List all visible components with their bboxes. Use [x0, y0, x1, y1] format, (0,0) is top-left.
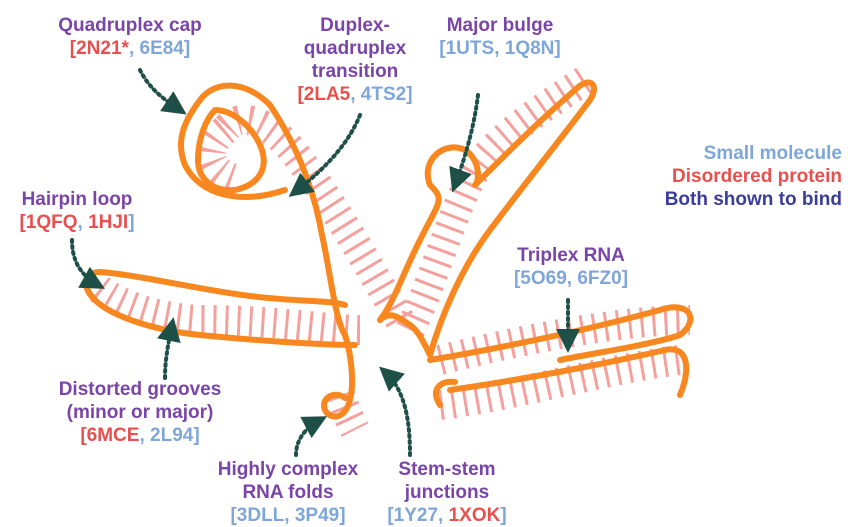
pdb-id: 4TS2 [361, 84, 406, 105]
annotation-arrow [296, 420, 320, 455]
bracket-close: ] [339, 505, 345, 526]
triplex-rna-ids: [5O69, 6FZ0] [496, 267, 646, 290]
bracket-close: ] [193, 425, 199, 446]
separator: , [129, 38, 140, 59]
triplex-rna-title: Triplex RNA [496, 244, 646, 267]
duplex-transition-ids: [2LA5, 4TS2] [270, 83, 440, 106]
bracket-close: ] [184, 38, 190, 59]
rna-backbone [380, 83, 594, 355]
annotation-arrow [385, 372, 410, 455]
distorted-grooves-title: Distorted grooves(minor or major) [40, 378, 240, 424]
separator: , [438, 505, 449, 526]
base-pair-hatch [211, 130, 240, 180]
pdb-id: 2LA5 [304, 84, 350, 105]
label-hairpin-loop: Hairpin loop [1QFQ, 1HJI] [2, 188, 152, 234]
distorted-grooves-title-line: Distorted grooves [40, 378, 240, 401]
pdb-id: 3P49 [295, 505, 339, 526]
pdb-id: 3DLL [237, 505, 285, 526]
duplex-transition-title-line: transition [270, 60, 440, 83]
stem-junctions-ids: [1Y27, 1XOK] [372, 504, 522, 527]
pdb-id: 2N21* [76, 38, 129, 59]
quadruplex-cap-title: Quadruplex cap [40, 14, 220, 37]
bracket-close: ] [128, 212, 134, 233]
quadruplex-cap-ids: [2N21*, 6E84] [40, 37, 220, 60]
label-quadruplex-cap: Quadruplex cap [2N21*, 6E84] [40, 14, 220, 60]
pdb-id: 1HJI [88, 212, 128, 233]
pdb-id: 1QFQ [26, 212, 78, 233]
separator: , [78, 212, 89, 233]
pdb-id: 1Q8N [505, 38, 555, 59]
rna-backbone [86, 272, 355, 345]
annotation-arrow [455, 95, 478, 185]
distorted-grooves-title-line: (minor or major) [40, 401, 240, 424]
pdb-id: 6FZ0 [577, 268, 621, 289]
stem-junctions-title-line: junctions [372, 481, 522, 504]
pdb-id: 1Y27 [394, 505, 438, 526]
hairpin-loop-title: Hairpin loop [2, 188, 152, 211]
bracket-close: ] [500, 505, 506, 526]
stem-junctions-title-line: Stem-stem [372, 458, 522, 481]
complex-folds-title-line: Highly complex [198, 458, 378, 481]
legend: Small molecule Disordered protein Both s… [665, 142, 842, 211]
separator: , [494, 38, 505, 59]
label-triplex-rna: Triplex RNA [5O69, 6FZ0] [496, 244, 646, 290]
pdb-id: 5O69 [520, 268, 566, 289]
complex-folds-title-line: RNA folds [198, 481, 378, 504]
complex-folds-ids: [3DLL, 3P49] [198, 504, 378, 527]
legend-small-molecule: Small molecule [665, 142, 842, 165]
bracket-close: ] [622, 268, 628, 289]
base-pair-hatch [440, 360, 680, 405]
major-bulge-ids: [1UTS, 1Q8N] [415, 37, 585, 60]
pdb-id: 2L94 [150, 425, 193, 446]
legend-disordered-protein: Disordered protein [665, 165, 842, 188]
major-bulge-title: Major bulge [415, 14, 585, 37]
pdb-id: 6E84 [140, 38, 184, 59]
separator: , [284, 505, 295, 526]
bracket-close: ] [406, 84, 412, 105]
pdb-id: 6MCE [87, 425, 140, 446]
separator: , [350, 84, 361, 105]
distorted-grooves-ids: [6MCE, 2L94] [40, 424, 240, 447]
legend-both: Both shown to bind [665, 188, 842, 211]
bracket-close: ] [554, 38, 560, 59]
separator: , [139, 425, 150, 446]
base-pair-hatch [225, 120, 400, 320]
hairpin-loop-ids: [1QFQ, 1HJI] [2, 211, 152, 234]
label-major-bulge: Major bulge [1UTS, 1Q8N] [415, 14, 585, 60]
separator: , [567, 268, 578, 289]
pdb-id: 1XOK [449, 505, 501, 526]
pdb-id: 1UTS [446, 38, 495, 59]
annotation-arrow [140, 70, 180, 110]
label-distorted-grooves: Distorted grooves(minor or major) [6MCE,… [40, 378, 240, 447]
